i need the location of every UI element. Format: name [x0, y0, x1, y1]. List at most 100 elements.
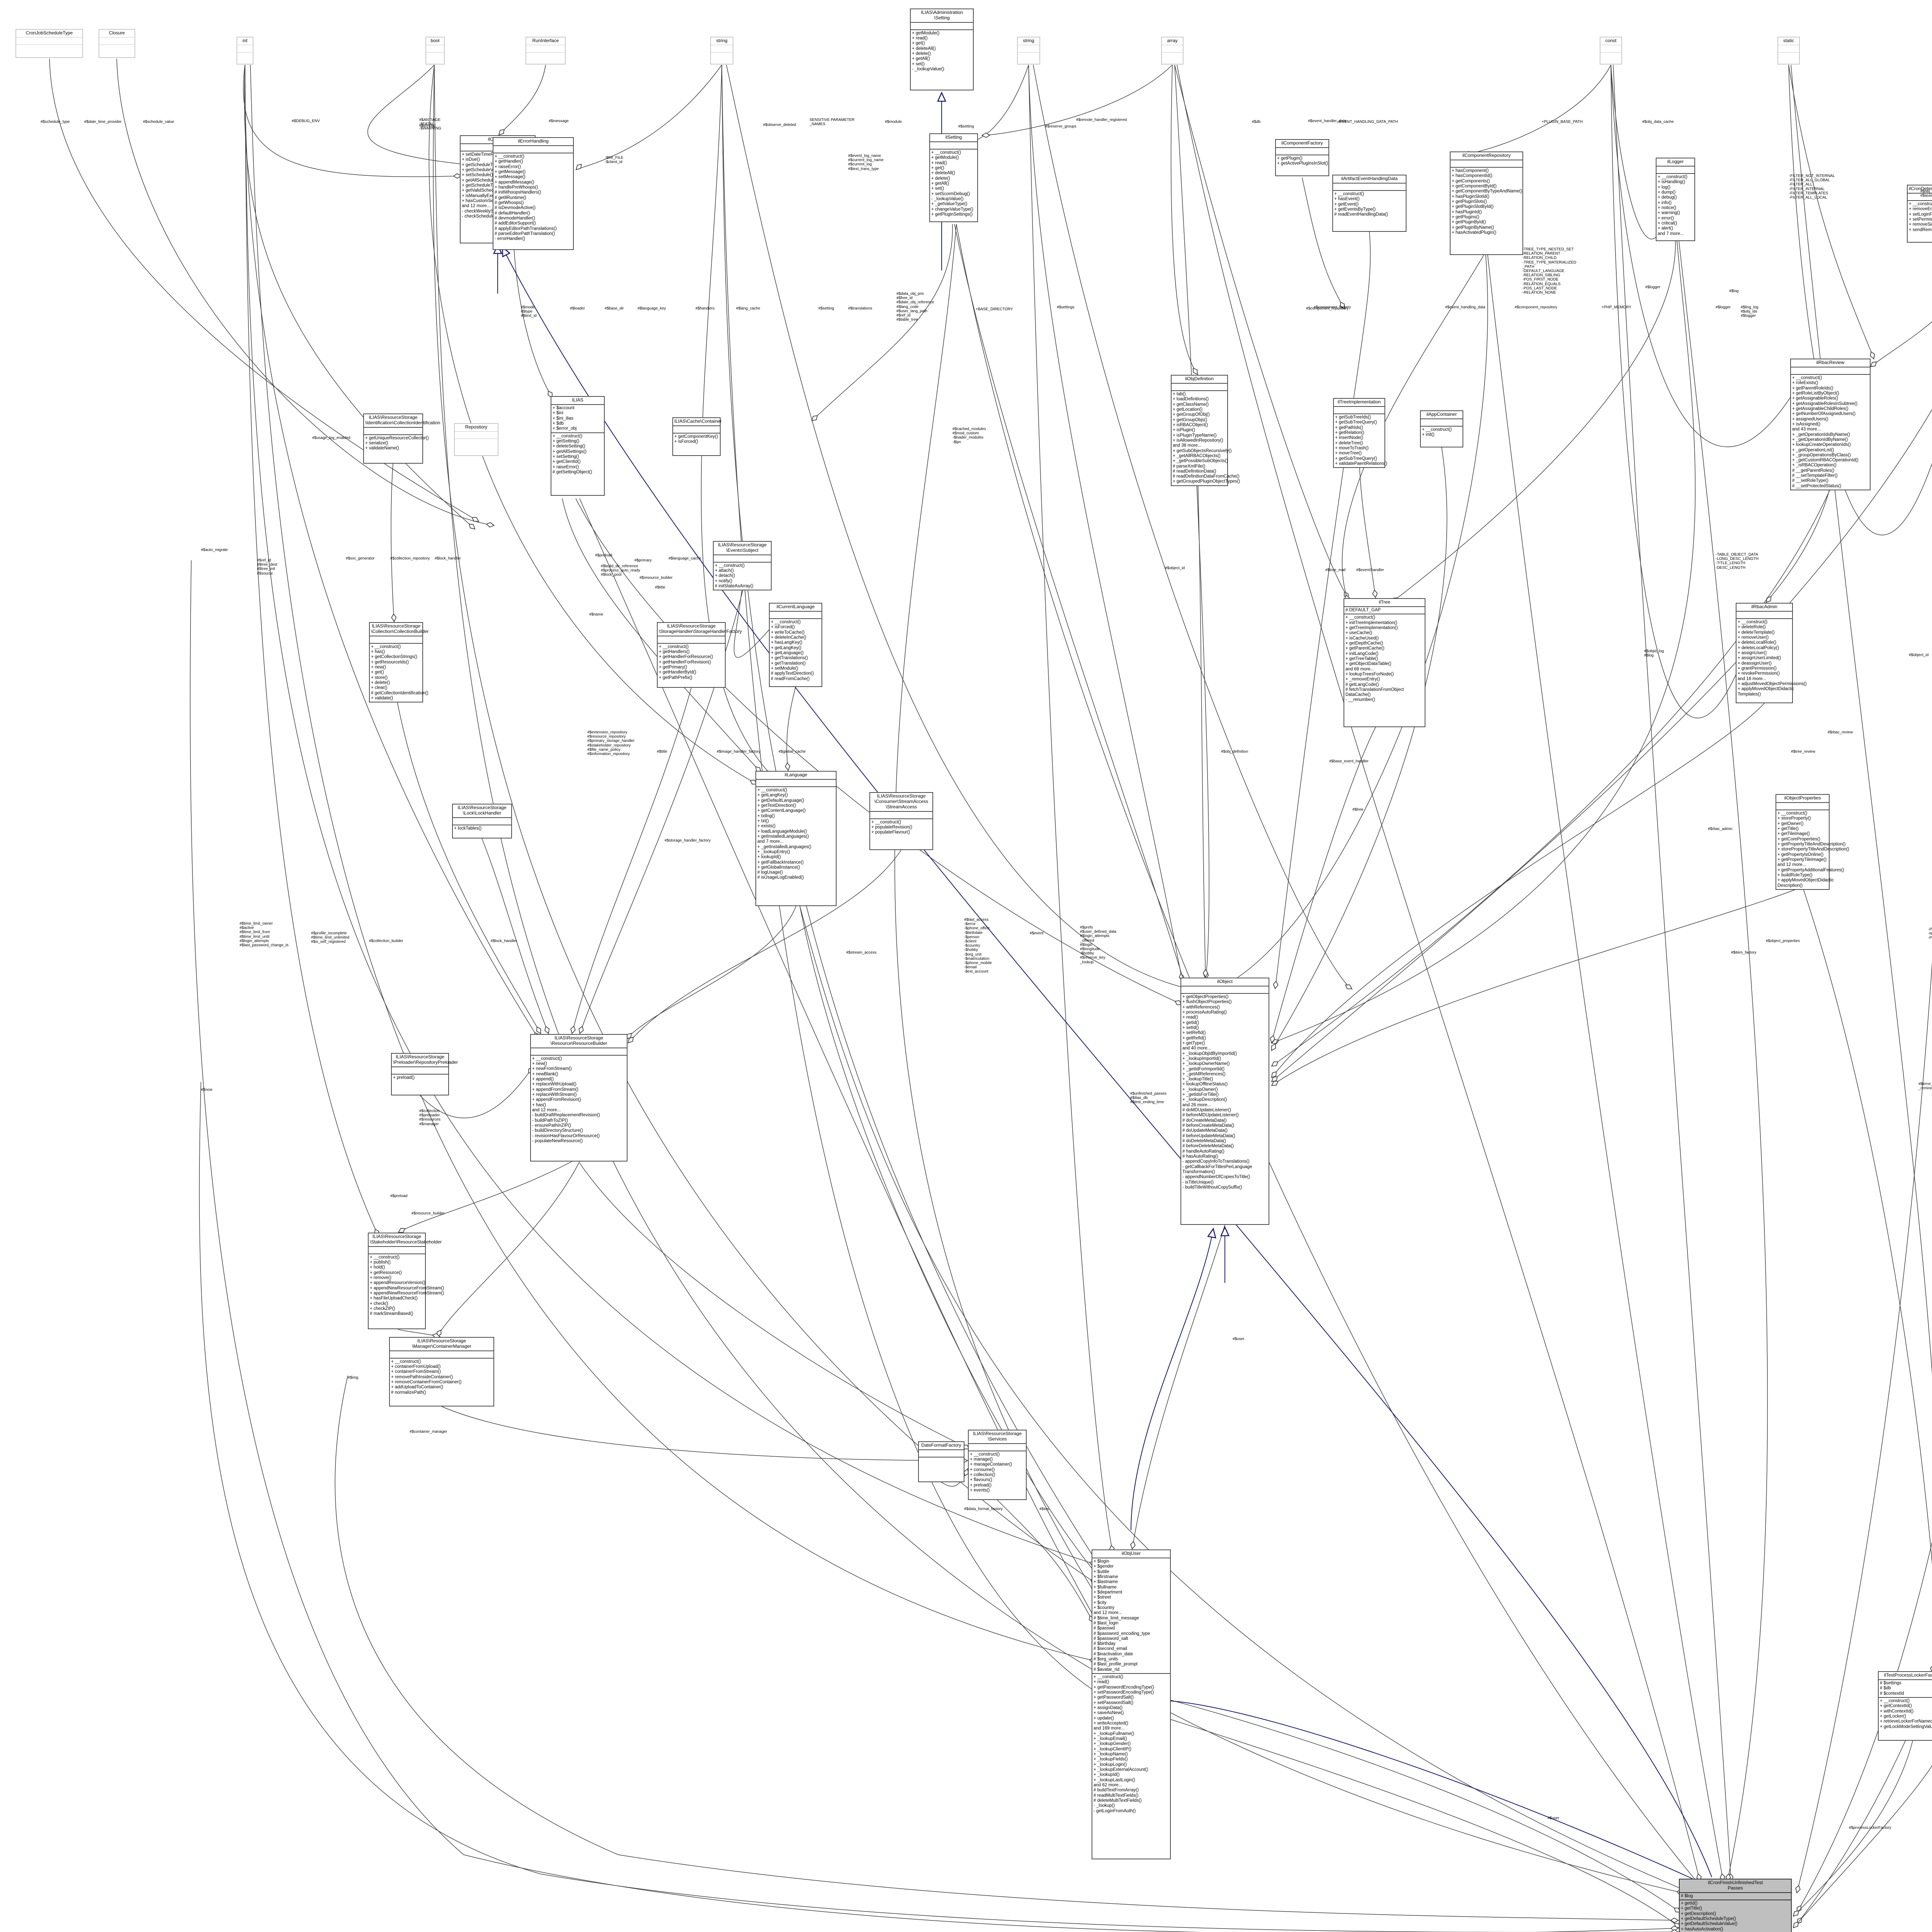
uml-class-ilias_rs_events[interactable]: ILIAS\ResourceStorage \Events\Subject+ _…: [713, 541, 772, 591]
attribute-row: # $contextId: [1880, 1691, 1904, 1696]
class-title: DateFormatFactory: [919, 1442, 964, 1450]
operation-row: + _getOperationIdByName(): [1792, 437, 1848, 442]
edge-label: #$tree_mail: [1325, 568, 1346, 572]
operation-row: # __setProtectedStatus(): [1792, 483, 1842, 488]
operation-row: + getResourceIds(): [371, 660, 409, 665]
uml-class-static[interactable]: static: [1777, 37, 1800, 65]
uml-class-ilobject[interactable]: ilObject+ getObjectProperties()+ flushOb…: [1180, 978, 1269, 1225]
operation-row: + assignUserLimited(): [1738, 656, 1781, 661]
uml-class-ilias_resourcestorage_ident[interactable]: ILIAS\ResourceStorage \Identification\Co…: [363, 413, 440, 464]
class-operations: [1778, 53, 1799, 59]
operation-row: + _lookupClientIP(): [1094, 1747, 1132, 1752]
uml-class-ilias_rs_storagehandlerfactory[interactable]: ILIAS\ResourceStorage \StorageHandler\St…: [657, 622, 742, 688]
uml-class-ilcomponentrepository[interactable]: ilComponentRepository+ hasComponent()+ h…: [1450, 151, 1523, 255]
edge-label: #$preload: [595, 553, 612, 558]
uml-class-illanguage[interactable]: ilLanguage+ __construct()+ getLangKey()+…: [755, 771, 837, 906]
uml-class-ilias_rs_lock[interactable]: ILIAS\ResourceStorage \Lock\LockHandler+…: [452, 804, 512, 838]
uml-class-ilrbacreview[interactable]: ilRbacReview+ __construct()+ roleExists(…: [1790, 359, 1871, 491]
uml-class-ilobjectproperties[interactable]: ilObjectProperties+ __construct()+ store…: [1776, 794, 1849, 890]
uml-class-illogger[interactable]: ilLogger+ __construct()+ isHandling()+ l…: [1656, 158, 1695, 241]
uml-class-ilias_rs_manager[interactable]: ILIAS\ResourceStorage \Manager\Container…: [389, 1337, 494, 1406]
class-title: ILIAS\ResourceStorage \StorageHandler\St…: [658, 623, 742, 636]
uml-class-array_top[interactable]: array: [1161, 37, 1184, 65]
attribute-row: + $login: [1094, 1559, 1109, 1564]
uml-class-focus[interactable]: ilCronFinishUnfinishedTest Passes# $log+…: [1679, 1879, 1792, 1932]
class-operations: + __construct()+ isHandling()+ log()+ du…: [1656, 174, 1694, 237]
operation-row: + preload(): [393, 1075, 415, 1080]
class-attributes: [426, 45, 444, 53]
uml-class-ilias_cachecontainer[interactable]: ILIAS\Cache\Container+ getComponentKey()…: [672, 417, 722, 456]
operation-row: + __construct(): [1909, 201, 1932, 206]
operation-row: + _lookupFields(): [1094, 1757, 1128, 1762]
uml-class-ilias_rs_consumer[interactable]: ILIAS\ResourceStorage \Consumer\StreamAc…: [869, 792, 933, 850]
operation-row: + delete(): [371, 680, 390, 685]
uml-class-ilrbacadmin[interactable]: ilRbacAdmin+ __construct()+ deleteRole()…: [1736, 603, 1807, 703]
operation-row: + getSubTreeIds(): [1335, 415, 1371, 420]
operation-row: + storePropertyTitleAndDescription(): [1777, 847, 1849, 852]
uml-class-ilias_rs_resourcebuilder[interactable]: ILIAS\ResourceStorage \Resource\Resource…: [530, 1034, 628, 1162]
uml-class-iltree[interactable]: ilTree# DEFAULT_GAP+ __construct()+ init…: [1344, 598, 1425, 727]
operation-row: - getLoginFromAuth(): [1094, 1808, 1136, 1813]
operation-row: + debug(): [1658, 195, 1677, 200]
uml-class-bool[interactable]: bool: [425, 37, 445, 65]
uml-class-iltreeimplementation[interactable]: ilTreeImplementation+ getSubTreeIds()+ g…: [1333, 398, 1387, 468]
operation-row: + isHandling(): [1658, 180, 1685, 185]
class-operations: + lockTables(): [453, 825, 511, 832]
operation-row: + notice(): [1658, 205, 1677, 210]
uml-class-ilcrondeterministicrenderedmail[interactable]: ilCronDeterministicRenderedMail+ __const…: [1907, 185, 1932, 243]
class-operations: + __construct()+ has()+ getCollectionStr…: [370, 644, 428, 702]
class-attributes: [711, 45, 733, 53]
uml-class-iltestprocesslockerfactory[interactable]: ilTestProcessLockerFactory# $settings# $…: [1878, 1671, 1932, 1741]
class-operations: + __construct()+ containerFromUpload()+ …: [390, 1359, 493, 1396]
uml-class-ilappcontainer[interactable]: ilAppContainer+ __construct()+ init(): [1420, 410, 1463, 447]
uml-class-ilcurrentlanguage[interactable]: ilCurrentLanguage+ __construct()+ isForc…: [769, 603, 822, 687]
edge-label: #$component_factory: [1314, 305, 1351, 310]
uml-class-const[interactable]: const: [1600, 37, 1622, 65]
operation-row: # handleAutoRating(): [1182, 1149, 1225, 1154]
uml-class-ilsetting[interactable]: ilSetting+ __construct()+ getModule()+ r…: [929, 133, 978, 222]
uml-class-string_a[interactable]: string: [710, 37, 733, 65]
class-attributes: [1600, 45, 1621, 53]
uml-class-cronjobscheduletype[interactable]: CronJobScheduleType: [15, 29, 83, 58]
uml-class-ilias_rs_preloader[interactable]: ILIAS\ResourceStorage \Preloader\Reposit…: [391, 1053, 458, 1095]
operation-row: + _lookupOwnerName(): [1182, 1061, 1230, 1066]
operation-row: # defaultHandler(): [495, 211, 531, 216]
operation-row: + _groupOperationsByClass(): [1792, 452, 1851, 457]
operation-row: + getSubTreeQuery(): [1335, 420, 1377, 425]
uml-class-ilias_admin_setting[interactable]: ILIAS\Administration \Setting+ getModule…: [910, 9, 974, 90]
class-operations: + __construct()+ isForced()+ writeToCach…: [770, 619, 821, 682]
operation-row: + getContentLanguage(): [757, 808, 806, 813]
edge-label: #$data_format_factory: [964, 1507, 1003, 1511]
uml-class-runinterface[interactable]: RunInterface: [526, 37, 566, 65]
uml-class-ilias_rs_services[interactable]: ILIAS\ResourceStorage \Services+ __const…: [968, 1430, 1027, 1500]
uml-class-ilerrorhandling[interactable]: ilErrorHandling+ __construct()+ getHandl…: [493, 137, 574, 250]
operation-row: + _lookupLogin(): [1094, 1762, 1127, 1767]
uml-class-repository[interactable]: Repository: [454, 423, 498, 456]
operation-row: + roleExists(): [1792, 381, 1818, 386]
uml-class-ilcomponentfactory[interactable]: ilComponentFactory+ getPlugin()+ getActi…: [1275, 139, 1329, 176]
uml-class-ilias_rs_collectionbuilder[interactable]: ILIAS\ResourceStorage \Collection\Collec…: [369, 622, 429, 703]
operation-row: + remove(): [370, 1276, 391, 1281]
uml-class-ilobjdefinition[interactable]: ilObjDefinition+ tab()+ loadDefinitions(…: [1171, 375, 1240, 486]
uml-class-int[interactable]: int: [236, 37, 253, 65]
operation-row: + lookupOfflineStatus(): [1182, 1082, 1228, 1087]
uml-class-ilobjuser[interactable]: ilObjUser+ $login+ $gender+ $utitle+ $fi…: [1092, 1549, 1171, 1859]
edge-label: -PASSWD_CRYPTED -NO_AVATAR_RID -PASSWD_P…: [1928, 927, 1932, 940]
operation-row: + getObjectDataTable(): [1345, 662, 1391, 667]
operation-row: + getLangKey(): [757, 793, 788, 798]
operation-row: + getTranslation(): [771, 661, 806, 666]
operation-row: - checkSchedule(): [462, 214, 498, 219]
uml-class-datetimeformatfactory[interactable]: DateFormatFactory: [918, 1441, 964, 1482]
uml-class-ilias_class[interactable]: ILIAS+ $account+ $ini+ $ini_ilias+ $db+ …: [551, 396, 605, 496]
uml-class-closure[interactable]: Closure: [99, 29, 135, 58]
operation-row: # normalizePath(): [391, 1390, 426, 1395]
class-operations: + getObjectProperties()+ flushObjectProp…: [1181, 994, 1269, 1191]
uml-class-ilartifacteventhandlingdata[interactable]: ilArtifactEventHandlingData+ __construct…: [1332, 175, 1406, 232]
operation-row: + hasPluginSlotId(): [1452, 194, 1490, 199]
uml-class-ilias_rs_stakeholder[interactable]: ILIAS\ResourceStorage \Stakeholder\Resou…: [368, 1233, 444, 1329]
operation-row: # doDeleteMetaData(): [1182, 1139, 1226, 1144]
uml-class-string_b[interactable]: string: [1017, 37, 1040, 65]
edge-label: -$INI_FILE -$client_id: [605, 156, 624, 165]
class-operations: [426, 53, 444, 59]
class-title: ILIAS\Administration \Setting: [911, 9, 973, 23]
